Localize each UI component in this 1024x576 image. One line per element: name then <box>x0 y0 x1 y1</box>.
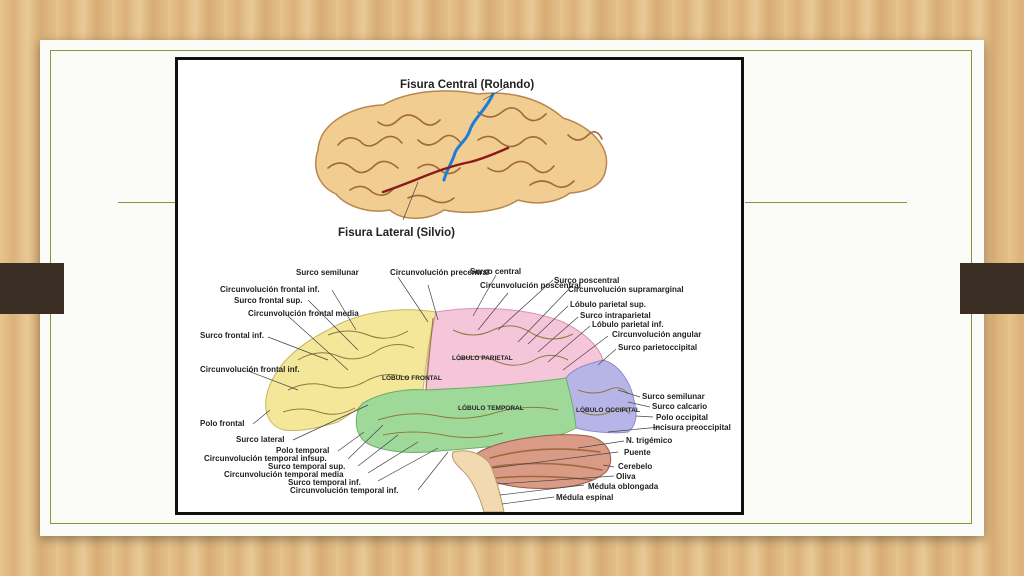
label-cerebelo: Cerebelo <box>618 462 652 471</box>
label-circunvolucion-supramarginal: Circunvolución supramarginal <box>568 285 684 294</box>
slide-tab-left <box>0 263 64 314</box>
label-surco-semilunar-top: Surco semilunar <box>296 268 359 277</box>
label-circunvolucion-angular: Circunvolución angular <box>612 330 701 339</box>
label-circ-frontal-media: Circunvolución frontal media <box>248 309 359 318</box>
labels-right: Lóbulo parietal sup. Surco intraparietal… <box>556 300 731 502</box>
label-puente: Puente <box>624 448 651 457</box>
frontal-lobe-label: LÓBULO FRONTAL <box>382 373 442 382</box>
label-surco-temporal-inf: Surco temporal inf. <box>288 478 361 487</box>
label-surco-central: Surco central <box>470 267 521 276</box>
top-brain-illustration: Fisura Central (Rolando) Fisura Lateral … <box>315 79 608 239</box>
label-circ-frontal-inf-2: Circunvolución frontal inf. <box>200 365 300 374</box>
occipital-lobe-label: LÓBULO OCCIPITAL <box>576 405 640 414</box>
slide-rule-right <box>745 202 907 203</box>
label-polo-frontal: Polo frontal <box>200 419 244 428</box>
label-oliva: Oliva <box>616 472 636 481</box>
leader-lines <box>247 274 661 505</box>
lateral-fissure-label: Fisura Lateral (Silvio) <box>338 227 455 239</box>
label-surco-poscentral: Surco poscentral <box>554 276 619 285</box>
label-surco-calcario: Surco calcario <box>652 402 707 411</box>
label-lobulo-parietal-inf: Lóbulo parietal inf. <box>592 320 664 329</box>
slide-rule-left <box>118 202 176 203</box>
label-incisura-preoccipital: Incisura preoccipital <box>653 423 731 432</box>
brain-figure: Fisura Central (Rolando) Fisura Lateral … <box>175 57 744 515</box>
central-fissure-label: Fisura Central (Rolando) <box>400 79 534 91</box>
labels-left: Circunvolución frontal inf. Surco fronta… <box>200 285 398 495</box>
label-circunvolucion-poscentral: Circunvolución poscentral <box>480 281 581 290</box>
lobe-brain-illustration: LÓBULO FRONTAL LÓBULO PARIETAL LÓBULO TE… <box>265 307 640 512</box>
slide-tab-right <box>960 263 1024 314</box>
label-n-trigemico: N. trigémico <box>626 436 672 445</box>
label-surco-frontal-sup: Surco frontal sup. <box>234 296 302 305</box>
lateral-fissure <box>381 146 510 194</box>
label-surco-semilunar-right: Surco semilunar <box>642 392 705 401</box>
label-surco-frontal-inf: Surco frontal inf. <box>200 331 264 340</box>
label-circ-temporal-media: Circunvolución temporal media <box>224 470 344 479</box>
brainstem <box>451 450 505 512</box>
temporal-lobe-label: LÓBULO TEMPORAL <box>458 403 524 412</box>
label-polo-occipital: Polo occipital <box>656 413 708 422</box>
label-circ-temporal-infsup: Circunvolución temporal infsup. <box>204 454 327 463</box>
label-medula-oblongada: Médula oblongada <box>588 482 659 491</box>
parietal-lobe-label: LÓBULO PARIETAL <box>452 353 513 362</box>
label-surco-parietoccipital: Surco parietoccipital <box>618 343 697 352</box>
labels-top: Surco semilunar Circunvolución precentra… <box>296 267 684 294</box>
lobe-gyri <box>282 317 631 439</box>
occipital-lobe <box>565 359 637 434</box>
label-circ-frontal-inf-1: Circunvolución frontal inf. <box>220 285 320 294</box>
label-surco-lateral: Surco lateral <box>236 435 284 444</box>
label-polo-temporal: Polo temporal <box>276 446 329 455</box>
label-circ-temporal-inf: Circunvolución temporal inf. <box>290 486 398 495</box>
top-brain-shape <box>315 90 608 219</box>
label-surco-temporal-sup: Surco temporal sup. <box>268 462 345 471</box>
label-circunvolucion-precentral: Circunvolución precentral <box>390 268 489 277</box>
label-surco-intraparietal: Surco intraparietal <box>580 311 651 320</box>
label-medula-espinal: Médula espinal <box>556 493 613 502</box>
label-lobulo-parietal-sup: Lóbulo parietal sup. <box>570 300 646 309</box>
